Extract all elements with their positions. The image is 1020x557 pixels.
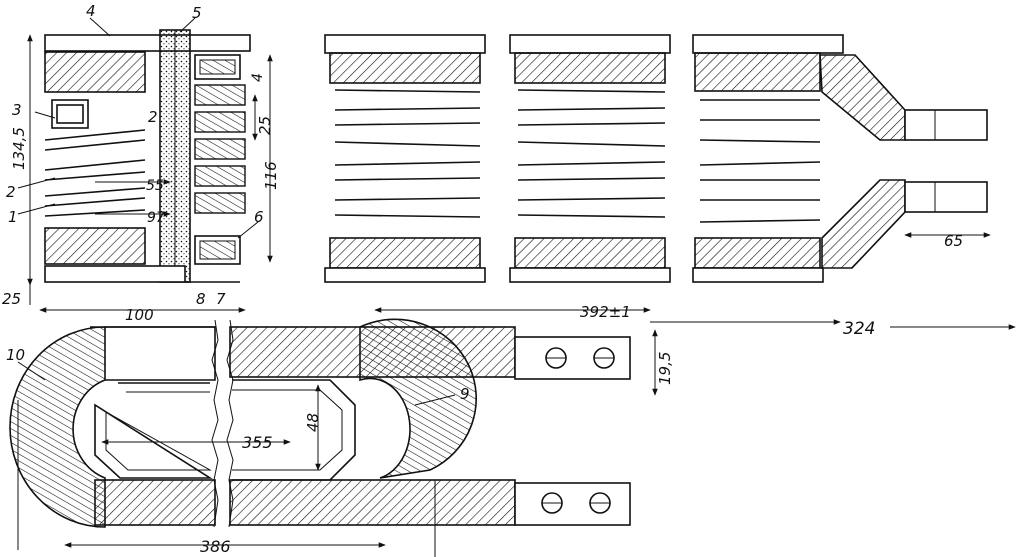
callout-3: 3 (12, 101, 22, 119)
dim-lead-65: 65 (944, 232, 963, 250)
plan-view (9, 318, 658, 557)
dim-length-324: 324 (843, 319, 875, 339)
callout-1: 1 (8, 208, 18, 226)
callout-5: 5 (192, 4, 202, 22)
callout-9: 9 (460, 385, 470, 403)
callout-7: 7 (216, 290, 226, 308)
callout-2: 2 (6, 183, 16, 201)
dim-55: 55 (146, 178, 164, 194)
dim-width-section: 100 (125, 306, 154, 324)
callout-6: 6 (254, 208, 264, 226)
dim-gap-2: 2 (148, 108, 158, 126)
dim-inner-355: 355 (242, 433, 273, 452)
side-elevation-view (324, 34, 1016, 330)
dim-bottom-offset: 25 (2, 290, 21, 308)
dim-overall-386: 386 (200, 537, 231, 556)
dim-length-392: 392±1 (580, 303, 631, 321)
dim-height-total: 134,5 (10, 127, 28, 170)
cross-section-view (17, 17, 273, 313)
dim-116: 116 (262, 161, 280, 190)
callout-labels: 1 2 3 4 5 6 7 8 9 10 (6, 2, 470, 403)
callout-10: 10 (6, 346, 25, 364)
dim-4: 4 (250, 73, 266, 82)
dim-25-right: 25 (256, 116, 274, 135)
callout-4: 4 (86, 2, 96, 20)
dim-lead-19-5: 19,5 (656, 352, 674, 385)
dim-97: 97 (147, 210, 165, 226)
callout-8: 8 (196, 290, 206, 308)
dim-inner-48: 48 (304, 413, 322, 432)
dimension-labels: 134,5 25 100 2 55 97 25 116 4 392±1 324 … (2, 73, 963, 556)
